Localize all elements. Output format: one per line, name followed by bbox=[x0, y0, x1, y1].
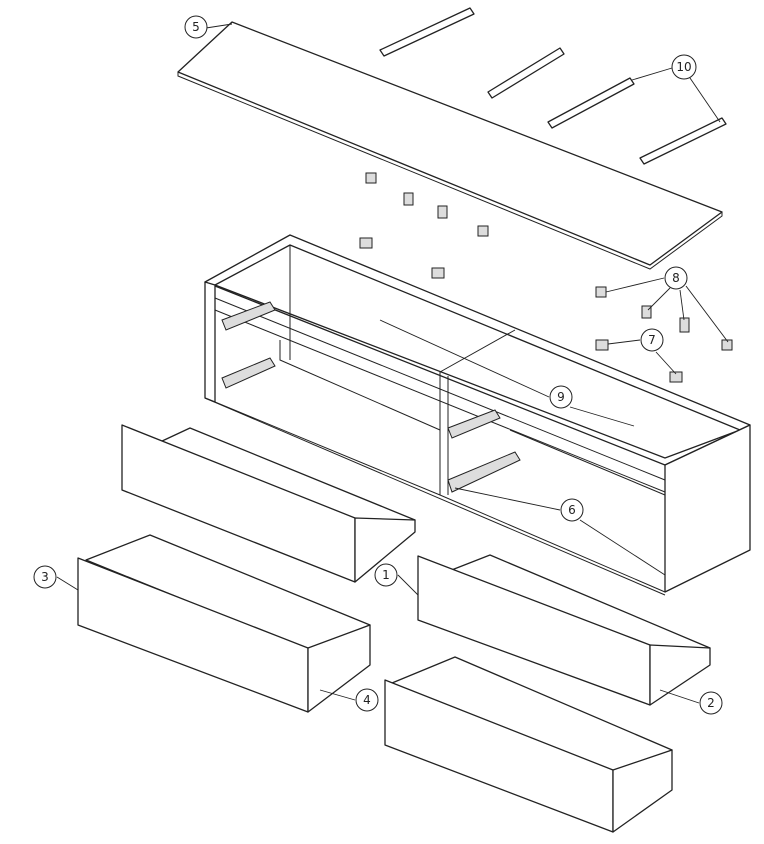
callout-label: 2 bbox=[707, 696, 715, 710]
callout-4: 4 bbox=[355, 688, 379, 712]
fittings bbox=[359, 172, 733, 435]
callout-label: 5 bbox=[192, 20, 200, 34]
callout-label: 4 bbox=[363, 693, 371, 707]
drawer-1 bbox=[417, 554, 711, 706]
drawer-lower bbox=[384, 656, 673, 833]
leader-lines bbox=[56, 23, 729, 704]
callout-label: 9 bbox=[557, 390, 565, 404]
drawer-3 bbox=[77, 534, 371, 713]
callout-6: 6 bbox=[560, 498, 584, 522]
callout-label: 10 bbox=[676, 60, 691, 74]
support-rails bbox=[379, 7, 727, 165]
callout-5: 5 bbox=[184, 15, 208, 39]
callout-label: 1 bbox=[382, 568, 390, 582]
callout-label: 8 bbox=[672, 271, 680, 285]
callout-10: 10 bbox=[671, 54, 697, 80]
drawer-upper bbox=[121, 424, 416, 583]
cabinet-carcass bbox=[204, 234, 751, 596]
callout-label: 3 bbox=[41, 570, 49, 584]
top-panel bbox=[177, 21, 723, 270]
callout-7: 7 bbox=[640, 328, 664, 352]
callout-1: 1 bbox=[374, 563, 398, 587]
callout-8: 8 bbox=[664, 266, 688, 290]
callout-2: 2 bbox=[699, 691, 723, 715]
callout-label: 6 bbox=[568, 503, 576, 517]
callout-9: 9 bbox=[549, 385, 573, 409]
callout-3: 3 bbox=[33, 565, 57, 589]
callout-label: 7 bbox=[648, 333, 656, 347]
